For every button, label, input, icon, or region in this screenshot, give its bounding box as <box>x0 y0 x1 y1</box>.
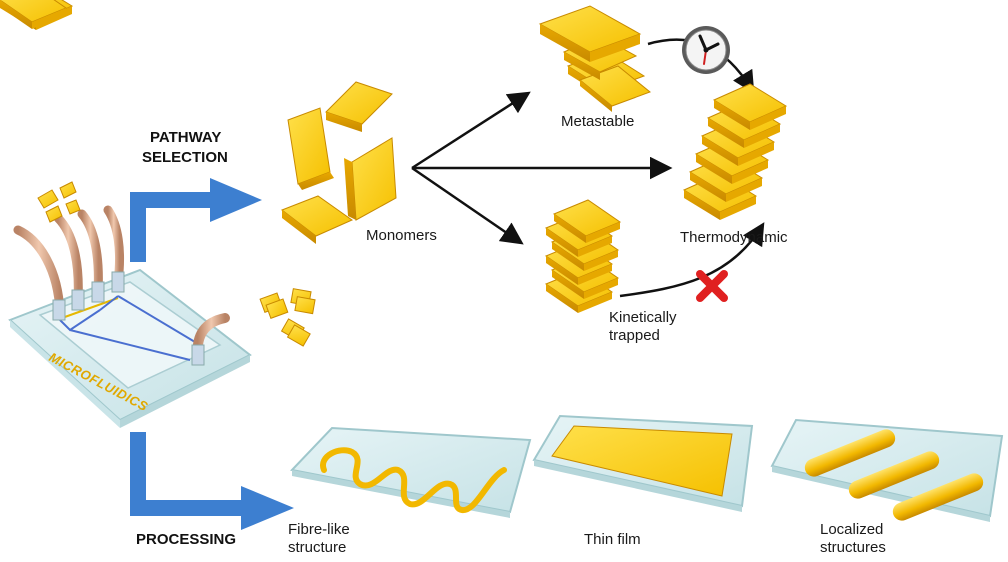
pathway-selection-arrow <box>130 178 262 262</box>
kinetically-label: Kinetically <box>609 309 677 326</box>
microfluidic-chip: MICROFLUIDICS <box>8 205 252 428</box>
fibre-like-label-1: Fibre-like <box>288 521 350 538</box>
localized-label-2: structures <box>820 539 886 556</box>
localized-plate <box>770 418 1004 522</box>
monomers-group <box>280 81 397 244</box>
red-cross-icon <box>696 270 728 302</box>
thin-film-label: Thin film <box>584 531 641 548</box>
chip-stacks <box>259 288 316 347</box>
chip-monomers <box>37 181 81 223</box>
thin-film-plate <box>532 414 754 512</box>
metastable-stack <box>538 5 651 112</box>
metastable-label: Metastable <box>561 113 634 130</box>
pathway-label: PATHWAY <box>150 129 221 146</box>
fibre-like-label-2: structure <box>288 539 346 556</box>
monomers-label: Monomers <box>366 227 437 244</box>
processing-arrow <box>130 432 294 530</box>
clock-icon <box>682 26 730 74</box>
thermodynamic-label: Thermodynamic <box>680 229 788 246</box>
localized-label-1: Localized <box>820 521 883 538</box>
kinetically-trapped-stack <box>0 0 621 314</box>
processing-label: PROCESSING <box>136 531 236 548</box>
trapped-label: trapped <box>609 327 660 344</box>
selection-label: SELECTION <box>142 149 228 166</box>
fibre-like-plate <box>290 426 532 518</box>
